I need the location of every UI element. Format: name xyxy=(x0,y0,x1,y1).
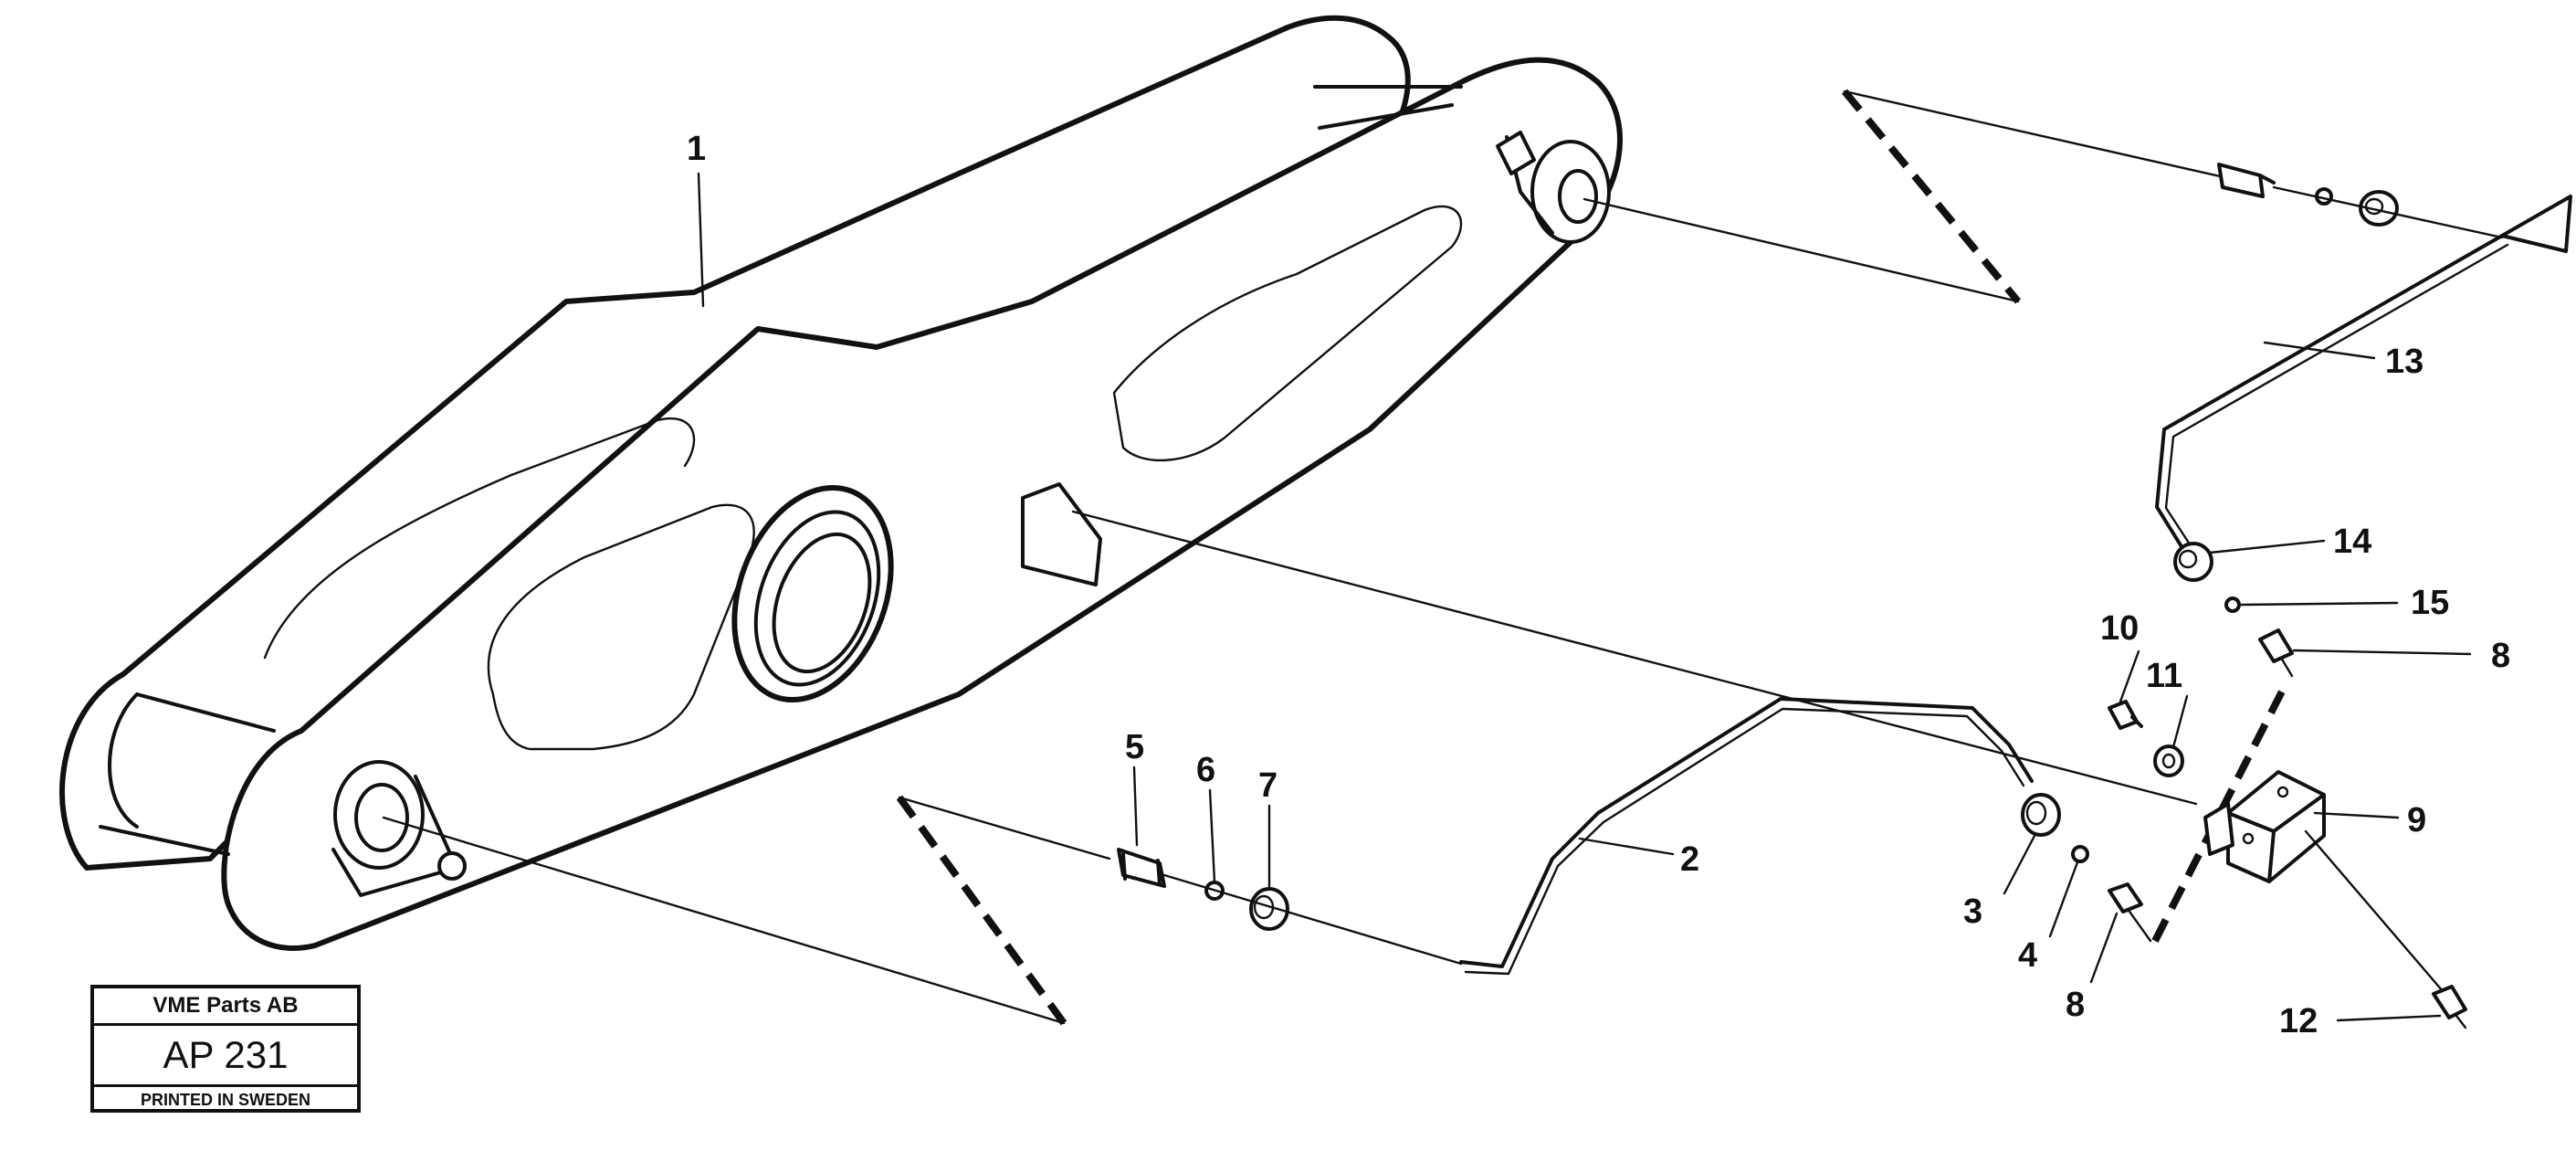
callout-7: 7 xyxy=(1258,766,1277,805)
callout-2: 2 xyxy=(1680,840,1699,879)
pipe-2-inner xyxy=(1464,707,2025,976)
part-15-o-ring xyxy=(2224,597,2241,613)
lower-plane-edge-top xyxy=(898,796,1111,861)
leader-9 xyxy=(2313,811,2400,819)
leader-13 xyxy=(2263,341,2376,360)
leader-3 xyxy=(2003,834,2036,895)
upper-plane-edge-bottom xyxy=(1582,197,2020,303)
leader-15 xyxy=(2240,601,2399,607)
lift-arm-lower-tube xyxy=(99,692,276,856)
upper-plane-edge-top xyxy=(1843,90,2230,180)
callout-9: 9 xyxy=(2407,801,2426,839)
part-14-nut xyxy=(2173,542,2213,582)
upper-axis-line xyxy=(2272,185,2504,239)
callout-8-lower: 8 xyxy=(2066,986,2085,1024)
callout-14: 14 xyxy=(2333,523,2371,561)
leader-4 xyxy=(2048,861,2079,938)
part-9-valve-block xyxy=(2203,770,2326,883)
callout-15: 15 xyxy=(2411,584,2449,622)
leader-5 xyxy=(1132,766,1139,847)
part-10-bolt xyxy=(2108,700,2143,730)
callout-13: 13 xyxy=(2385,343,2424,381)
lift-arm-rear-recess xyxy=(263,417,696,660)
leader-11 xyxy=(2171,694,2189,749)
part-8-union-lower xyxy=(2108,882,2152,943)
pivot-boss-ring xyxy=(753,510,881,687)
pipe-axis-line xyxy=(1071,510,2198,806)
callout-8-upper: 8 xyxy=(2491,637,2510,675)
stamp-code: AP 231 xyxy=(94,1026,357,1087)
part-5-fitting xyxy=(1117,848,1166,888)
part-3-nut xyxy=(2021,793,2061,837)
leader-6 xyxy=(1208,788,1216,883)
callout-12: 12 xyxy=(2279,1002,2318,1040)
upper-grease-bracket xyxy=(1496,131,1536,175)
stamp-printed: PRINTED IN SWEDEN xyxy=(140,1091,310,1109)
leader-1 xyxy=(697,172,705,308)
lower-bulkhead-plane xyxy=(896,795,1067,1026)
part-12-axis xyxy=(2304,829,2445,993)
lower-grease-nipple xyxy=(437,851,467,881)
pipe-13 xyxy=(2155,195,2572,557)
stamp-company: VME Parts AB xyxy=(94,988,357,1026)
leader-10 xyxy=(2119,649,2140,703)
part-12-grease-nipple xyxy=(2432,985,2467,1030)
lift-arm xyxy=(59,15,1623,951)
callout-3: 3 xyxy=(1963,892,1982,931)
upper-bulkhead-plane xyxy=(1841,89,2022,304)
callout-5: 5 xyxy=(1125,728,1144,766)
callout-1: 1 xyxy=(687,130,706,168)
pipe-13-inner xyxy=(2164,243,2509,552)
part-4-o-ring xyxy=(2071,845,2089,863)
leader-2 xyxy=(1578,837,1675,856)
part-8-union-upper xyxy=(2258,628,2294,678)
lift-arm-top-tube xyxy=(1313,85,1463,130)
callout-6: 6 xyxy=(1196,751,1215,789)
callout-10: 10 xyxy=(2100,609,2139,648)
callout-11: 11 xyxy=(2146,657,2182,695)
lower-axis-line xyxy=(1162,873,1463,966)
upper-nut xyxy=(2359,190,2399,227)
leader-14 xyxy=(2208,539,2326,554)
leader-8-lower xyxy=(2089,912,2119,984)
pipe-2 xyxy=(1459,697,2034,968)
leader-8-upper xyxy=(2292,649,2472,656)
right-bulkhead-dash xyxy=(2151,679,2291,943)
callout-4: 4 xyxy=(2018,936,2037,975)
lift-arm-recess-upper xyxy=(1112,205,1463,462)
upper-bore-inner xyxy=(1558,169,1598,224)
lower-plane-edge-bottom xyxy=(382,816,1066,1025)
leader-12 xyxy=(2336,1014,2442,1022)
pipe-clamp-bracket xyxy=(1021,482,1102,586)
upper-fitting xyxy=(2217,163,2276,198)
part-7-nut xyxy=(1249,887,1289,931)
parts-catalog-stamp: VME Parts AB AP 231 PRINTED IN SWEDEN xyxy=(90,985,361,1113)
part-11-washer xyxy=(2153,744,2184,777)
lower-bore-bracket xyxy=(331,775,458,897)
lower-bore-inner xyxy=(354,783,409,852)
pivot-boss-bore xyxy=(772,532,872,674)
